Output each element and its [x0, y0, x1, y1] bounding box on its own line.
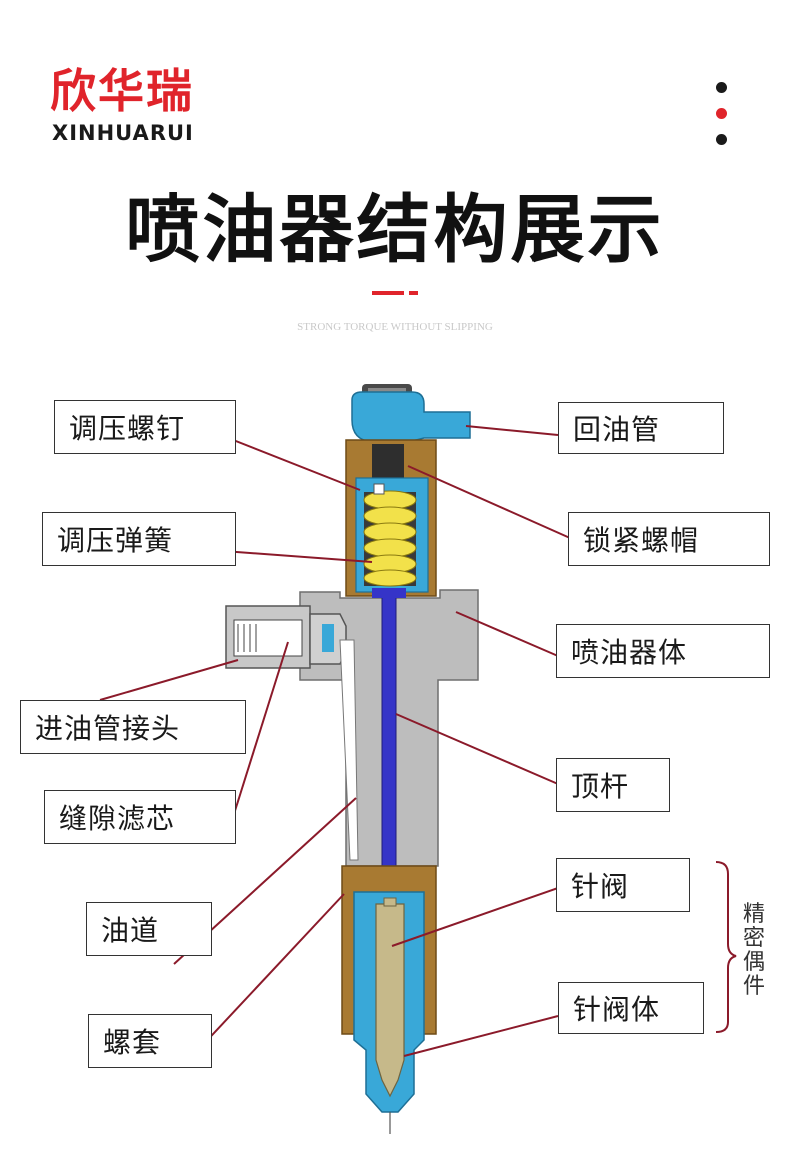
page-subtitle: STRONG TORQUE WITHOUT SLIPPING [297, 321, 493, 333]
push-rod-shape [381, 593, 397, 905]
label-oil-passage: 油道 [86, 902, 212, 956]
label-push-rod: 顶杆 [556, 758, 670, 812]
label-gap-filter: 缝隙滤芯 [44, 790, 236, 844]
label-lock-nut: 锁紧螺帽 [568, 512, 770, 566]
label-precision-pair: 精密偶件 [742, 902, 765, 999]
inlet-connector-shape [225, 605, 347, 669]
label-inlet-connector: 进油管接头 [20, 700, 246, 754]
spring-shape [363, 490, 417, 587]
label-adjust-spring: 调压弹簧 [42, 512, 236, 566]
label-adjust-screw: 调压螺钉 [54, 400, 236, 454]
title-underline-dot [409, 291, 418, 295]
label-needle-valve: 针阀 [556, 858, 690, 912]
label-nut-sleeve: 螺套 [88, 1014, 212, 1068]
brand-logo-en: XINHUARUI [52, 121, 194, 145]
more-menu-icon[interactable] [714, 82, 730, 146]
needle-valve-shape [375, 903, 405, 1098]
label-return-pipe: 回油管 [558, 402, 724, 454]
page-title: 喷油器结构展示 [125, 187, 665, 273]
label-injector-body: 喷油器体 [556, 624, 770, 678]
title-underline [372, 291, 404, 295]
brand-logo-cn: 欣华瑞 [50, 64, 194, 118]
return-pipe-fitting [351, 384, 471, 443]
precision-pair-bracket [715, 861, 737, 1033]
label-needle-valve-body: 针阀体 [558, 982, 704, 1034]
